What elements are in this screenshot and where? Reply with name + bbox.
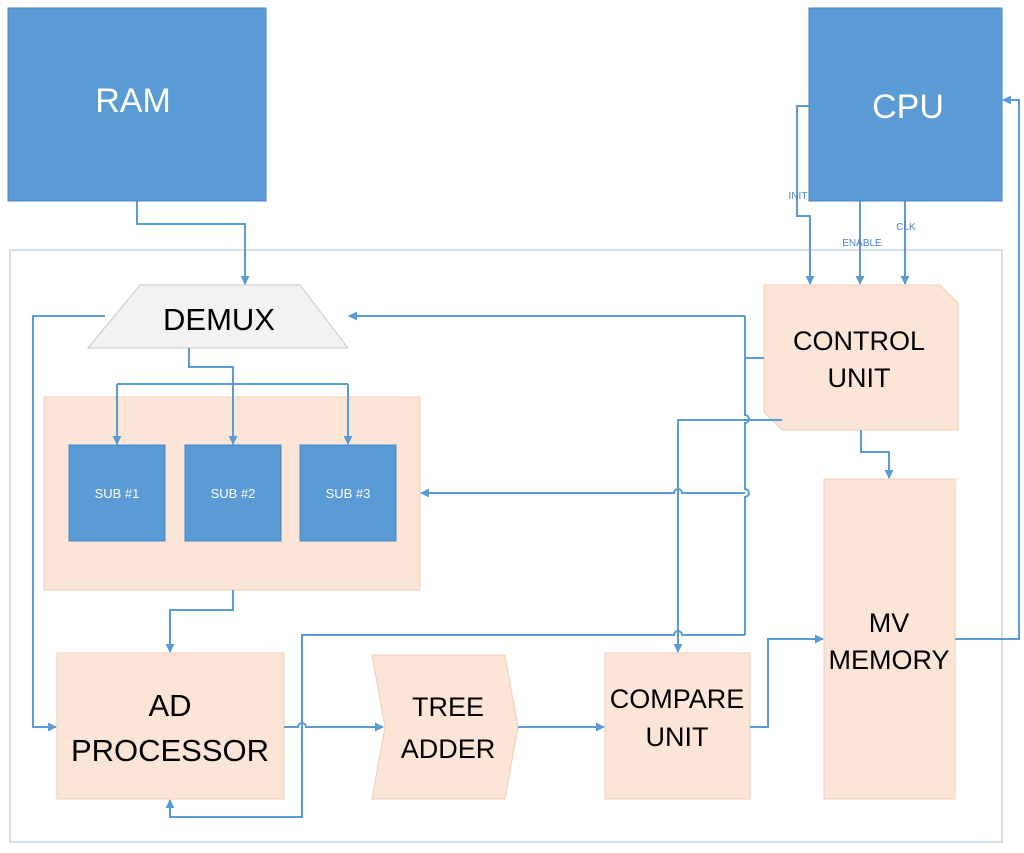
wire-control-to-ad-processor (165, 630, 745, 818)
wire-demux-to-ad-processor (32, 315, 105, 732)
ram-label: RAM (95, 82, 171, 120)
cpu-block: CPU (808, 7, 1003, 202)
tree-adder-label-line-2: ADDER (401, 734, 496, 764)
wire-ram-to-demux (136, 201, 250, 285)
system-frame (9, 249, 1003, 843)
demux-block: DEMUX (86, 284, 350, 349)
tree-adder-block: TREE ADDER (371, 654, 519, 800)
signal-clk-label: CLK (896, 222, 916, 233)
mv-memory-block: MV MEMORY (823, 478, 956, 800)
wire-cpu-init (796, 105, 815, 285)
control-unit-label-line-1: CONTROL (793, 326, 925, 356)
sub-unit-2-label: SUB #2 (211, 486, 256, 501)
wire-subs-to-ad-processor (165, 590, 234, 653)
sub-unit-1-label: SUB #1 (95, 486, 140, 501)
sub-unit-3: SUB #3 (299, 444, 397, 542)
cpu-label: CPU (872, 88, 944, 126)
compare-unit-block: COMPARE UNIT (604, 652, 751, 800)
sub-unit-3-label: SUB #3 (326, 486, 371, 501)
wire-ad-processor-to-tree-adder (284, 722, 384, 732)
wire-control-to-mv-memory (860, 430, 894, 479)
wire-mv-memory-to-cpu (955, 95, 1020, 640)
ad-processor-block: AD PROCESSOR (56, 652, 285, 800)
mv-memory-label-line-2: MEMORY (828, 645, 949, 675)
ad-processor-label-line-2: PROCESSOR (71, 733, 269, 768)
compare-unit-label-line-2: UNIT (646, 722, 709, 752)
wire-control-bus-down (744, 358, 750, 635)
wire-control-to-compare-unit (673, 419, 782, 653)
compare-unit-label-line-1: COMPARE (610, 684, 745, 714)
signal-init-label: INIT (789, 191, 808, 202)
control-unit-block: CONTROL UNIT (763, 284, 959, 431)
sub-unit-2: SUB #2 (184, 444, 282, 542)
wire-demux-bus (117, 348, 348, 385)
mv-memory-label-line-1: MV (869, 608, 910, 638)
ram-block: RAM (7, 7, 267, 202)
tree-adder-label-line-1: TREE (412, 692, 484, 722)
wire-compare-unit-to-mv-memory (750, 634, 824, 728)
control-unit-label-line-2: UNIT (828, 363, 891, 393)
wire-control-to-subs (420, 488, 745, 498)
demux-label: DEMUX (163, 302, 275, 337)
ad-processor-label-line-1: AD (148, 688, 191, 723)
wire-control-bus-trunk (744, 316, 764, 359)
sub-unit-1: SUB #1 (68, 444, 166, 542)
signal-enable-label: ENABLE (842, 238, 882, 249)
